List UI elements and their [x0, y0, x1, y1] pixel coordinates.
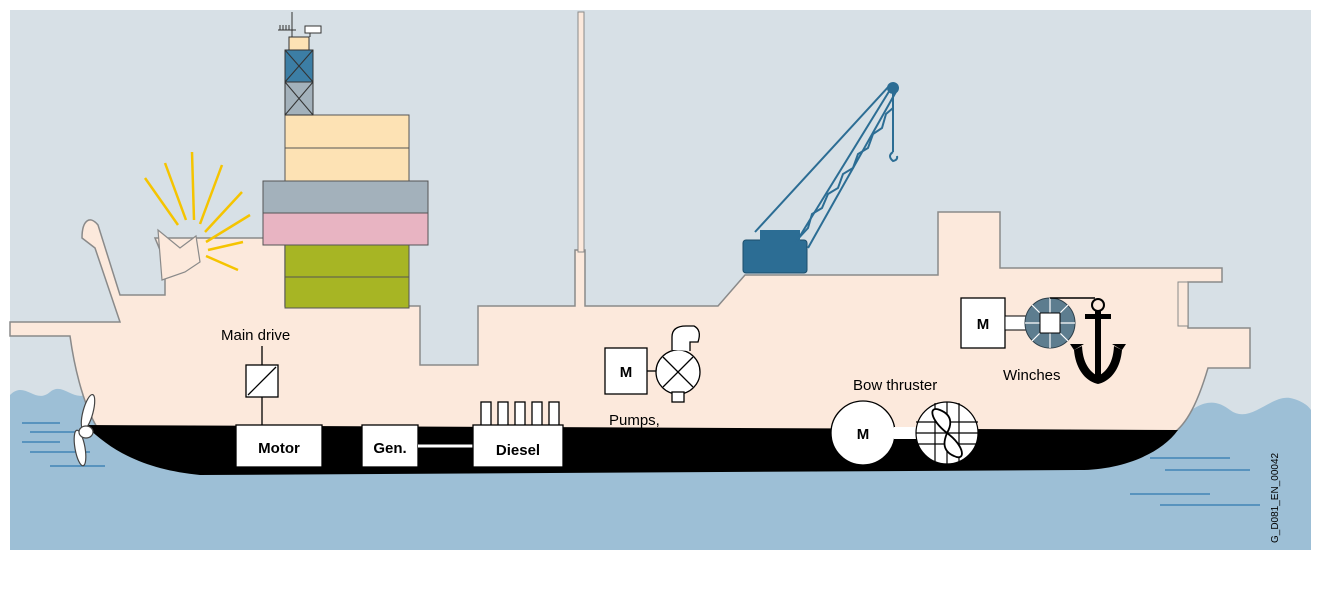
- pump-motor-label: M: [620, 364, 633, 381]
- motor-icon: Motor: [235, 424, 323, 468]
- diesel-engine-icon: Diesel: [472, 401, 564, 468]
- diesel-label: Diesel: [496, 442, 540, 459]
- deckhouse: [262, 114, 429, 309]
- anchor-icon: [1070, 298, 1126, 384]
- winch-motor-label: M: [977, 316, 990, 333]
- figure-id: G_D081_EN_00042: [1270, 452, 1281, 543]
- winches-label: Winches: [1003, 367, 1061, 384]
- pump-icon: [647, 325, 701, 403]
- pumps-label: Pumps,: [609, 412, 660, 429]
- main-drive-label: Main drive: [221, 327, 290, 344]
- bow-thruster-label: Bow thruster: [853, 377, 937, 394]
- searchlight-icon: [143, 151, 251, 281]
- winch-motor-icon: M: [960, 297, 1006, 349]
- propeller-icon: [73, 393, 239, 467]
- generator-label: Gen.: [373, 440, 406, 457]
- fans-label: fans: [617, 434, 645, 451]
- bow-motor-icon: M: [830, 400, 896, 466]
- radar-icon: [278, 12, 322, 116]
- converter-icon: [245, 346, 279, 425]
- winch-drum-icon: [1024, 297, 1095, 349]
- generator-icon: Gen.: [361, 424, 419, 468]
- mast-pole: [577, 11, 585, 253]
- crane-icon: [742, 82, 899, 274]
- bow-thruster-icon: [915, 401, 979, 465]
- bow-shaft: [894, 427, 918, 439]
- motor-label: Motor: [258, 440, 300, 457]
- bow-motor-label: M: [857, 426, 870, 443]
- pump-motor-icon: M: [604, 347, 648, 395]
- winch-canopy: [1177, 281, 1189, 327]
